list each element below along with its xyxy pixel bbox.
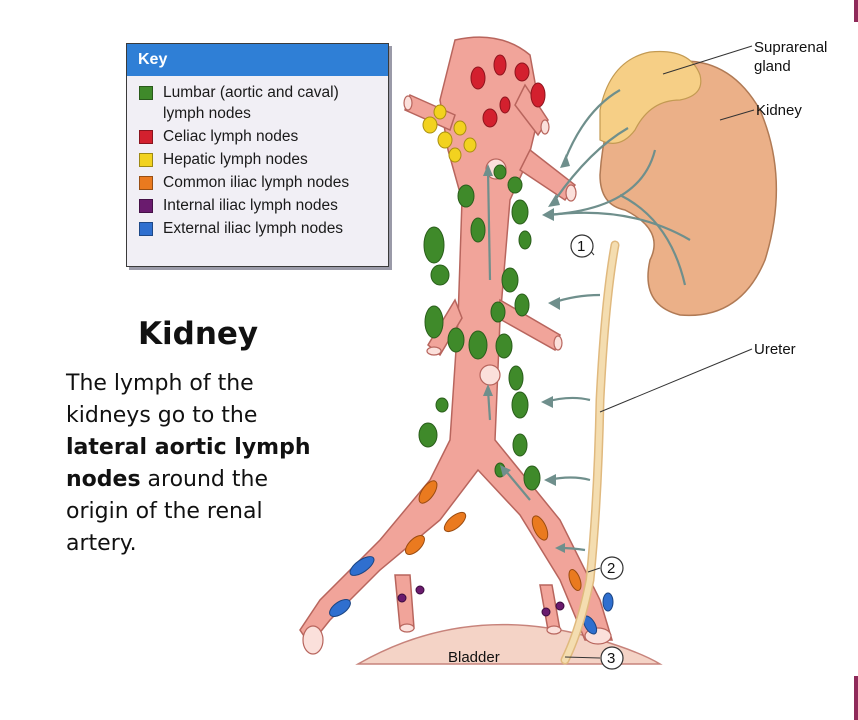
suprarenal-gland: [599, 50, 702, 144]
legend-item-label: Internal iliac lymph nodes: [163, 197, 338, 214]
bladder-label: Bladder: [448, 649, 500, 666]
internal-iliac-lymph-nodes: [397, 585, 565, 617]
legend-item-label: External iliac lymph nodes: [163, 220, 344, 237]
legend-item-label: Lumbar (aortic and caval) lymph nodes: [163, 84, 339, 122]
legend-item-lumbar: Lumbar (aortic and caval) lymph nodes: [139, 82, 388, 124]
marker-1: 1: [570, 234, 594, 258]
marker-2: 2: [600, 556, 624, 580]
external-iliac-swatch-icon: [139, 222, 153, 236]
legend-item-label: Hepatic lymph nodes: [163, 151, 308, 168]
lumbar-lymph-nodes: [418, 164, 541, 491]
legend-item-celiac: Celiac lymph nodes: [139, 126, 388, 147]
hepatic-swatch-icon: [139, 153, 153, 167]
arrowheads: [483, 154, 570, 553]
legend-key: Key Lumbar (aortic and caval) lymph node…: [126, 43, 389, 267]
legend-list: Lumbar (aortic and caval) lymph nodes Ce…: [127, 76, 388, 239]
suprarenal-gland-label-line2: gland: [754, 58, 791, 75]
body-text-start: The lymph of the kidneys go to the: [66, 371, 258, 428]
common-iliac-lymph-nodes: [405, 480, 582, 591]
lumbar-swatch-icon: [139, 86, 153, 100]
legend-item-label: Common iliac lymph nodes: [163, 174, 350, 191]
celiac-swatch-icon: [139, 130, 153, 144]
internal-iliac-swatch-icon: [139, 199, 153, 213]
accent-bar-top: [854, 0, 858, 22]
body-text-emphasis: lateral aortic lymph nodes: [66, 435, 311, 492]
legend-item-external-iliac: External iliac lymph nodes: [139, 218, 388, 239]
legend-item-hepatic: Hepatic lymph nodes: [139, 149, 388, 170]
body-text-end: around the origin of the renal artery.: [66, 467, 268, 556]
celiac-lymph-nodes: [470, 54, 546, 128]
bladder: [355, 623, 663, 665]
external-iliac-lymph-nodes: [329, 556, 614, 635]
legend-item-internal-iliac: Internal iliac lymph nodes: [139, 195, 388, 216]
common-iliac-swatch-icon: [139, 176, 153, 190]
legend-item-label: Celiac lymph nodes: [163, 128, 299, 145]
aorta-and-iliac-vessels: [299, 36, 614, 647]
svg-text:3: 3: [607, 650, 615, 667]
marker-3: 3: [600, 646, 624, 670]
svg-text:2: 2: [607, 560, 615, 577]
suprarenal-gland-label-line1: Suprarenal: [754, 39, 827, 56]
ureter-label: Ureter: [754, 341, 796, 358]
legend-item-common-iliac: Common iliac lymph nodes: [139, 172, 388, 193]
slide-heading: Kidney: [138, 316, 259, 352]
accent-bar-bottom: [854, 676, 858, 720]
slide-body-text: The lymph of the kidneys go to the later…: [66, 368, 326, 560]
legend-title: Key: [127, 44, 388, 76]
hepatic-lymph-nodes: [422, 104, 477, 163]
kidney-label: Kidney: [756, 102, 802, 119]
kidney: [599, 60, 778, 317]
leader-lines: [564, 45, 755, 659]
svg-text:1: 1: [577, 238, 585, 255]
